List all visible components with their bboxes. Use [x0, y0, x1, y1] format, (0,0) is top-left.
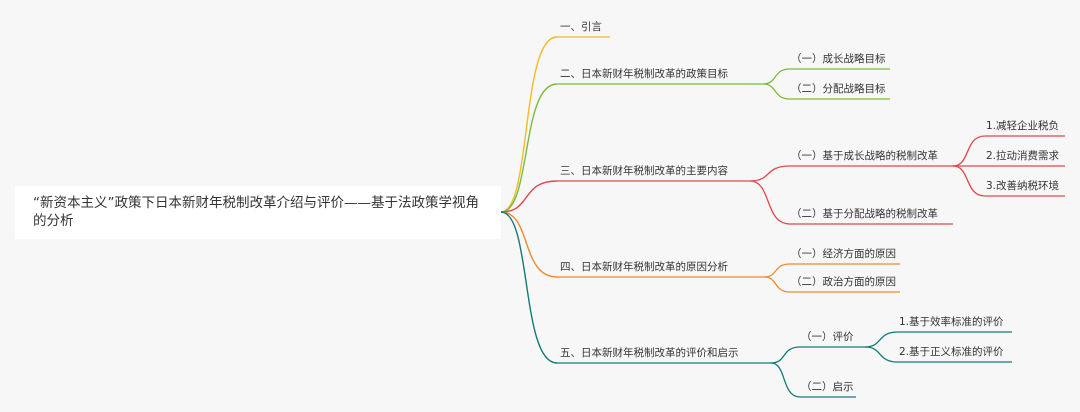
- leaf-topic-3-1-2[interactable]: 2.拉动消费需求: [986, 150, 1060, 162]
- subtopic-connector-2-2: [762, 83, 791, 100]
- branch-connector-2: [500, 83, 558, 213]
- subtopic-4-1[interactable]: （一）经济方面的原因: [791, 248, 896, 260]
- branch-connector-5: [500, 211, 558, 364]
- leaf-topic-3-1-3[interactable]: 3.改善纳税环境: [986, 180, 1060, 192]
- subtopic-5-2[interactable]: （二）启示: [801, 381, 854, 393]
- subtopic-connector-2-1: [762, 68, 791, 85]
- leaf-connector-5-1-1: [864, 331, 899, 348]
- branch-topic-4[interactable]: 四、日本新财年税制改革的原因分析: [560, 261, 728, 273]
- subtopic-3-1[interactable]: （一）基于成长战略的税制改革: [791, 150, 938, 162]
- leaf-connector-3-1-3: [952, 165, 986, 197]
- branch-topic-3[interactable]: 三、日本新财年税制改革的主要内容: [560, 165, 728, 177]
- subtopic-3-2[interactable]: （二）基于分配战略的税制改革: [791, 208, 938, 220]
- branch-topic-1[interactable]: 一、引言: [560, 21, 602, 33]
- branch-topic-2[interactable]: 二、日本新财年税制改革的政策目标: [560, 68, 728, 80]
- branch-topic-5[interactable]: 五、日本新财年税制改革的评价和启示: [560, 347, 739, 359]
- subtopic-2-2[interactable]: （二）分配战略目标: [791, 83, 886, 95]
- subtopic-connector-4-2: [763, 276, 791, 293]
- subtopic-connector-5-2: [770, 362, 801, 398]
- branch-connector-3: [500, 180, 558, 213]
- branch-connector-1: [500, 36, 558, 213]
- subtopic-5-1[interactable]: （一）评价: [801, 331, 854, 343]
- branch-connector-4: [500, 211, 558, 278]
- subtopic-connector-3-1: [749, 165, 791, 182]
- leaf-topic-5-1-1[interactable]: 1.基于效率标准的评价: [899, 316, 1004, 328]
- subtopic-4-2[interactable]: （二）政治方面的原因: [791, 276, 896, 288]
- subtopic-connector-5-1: [770, 346, 801, 364]
- root-topic[interactable]: “新资本主义”政策下日本新财年税制改革介绍与评价——基于法政策学视角的分析: [15, 186, 501, 239]
- subtopic-2-1[interactable]: （一）成长战略目标: [791, 53, 886, 65]
- leaf-connector-3-1-1: [952, 135, 986, 167]
- leaf-connector-5-1-2: [864, 346, 899, 363]
- subtopic-connector-4-1: [763, 263, 791, 278]
- leaf-topic-3-1-1[interactable]: 1.减轻企业税负: [986, 120, 1060, 132]
- root-topic-label: “新资本主义”政策下日本新财年税制改革介绍与评价——基于法政策学视角的分析: [33, 195, 479, 229]
- subtopic-connector-3-2: [749, 180, 791, 225]
- leaf-topic-5-1-2[interactable]: 2.基于正义标准的评价: [899, 346, 1004, 358]
